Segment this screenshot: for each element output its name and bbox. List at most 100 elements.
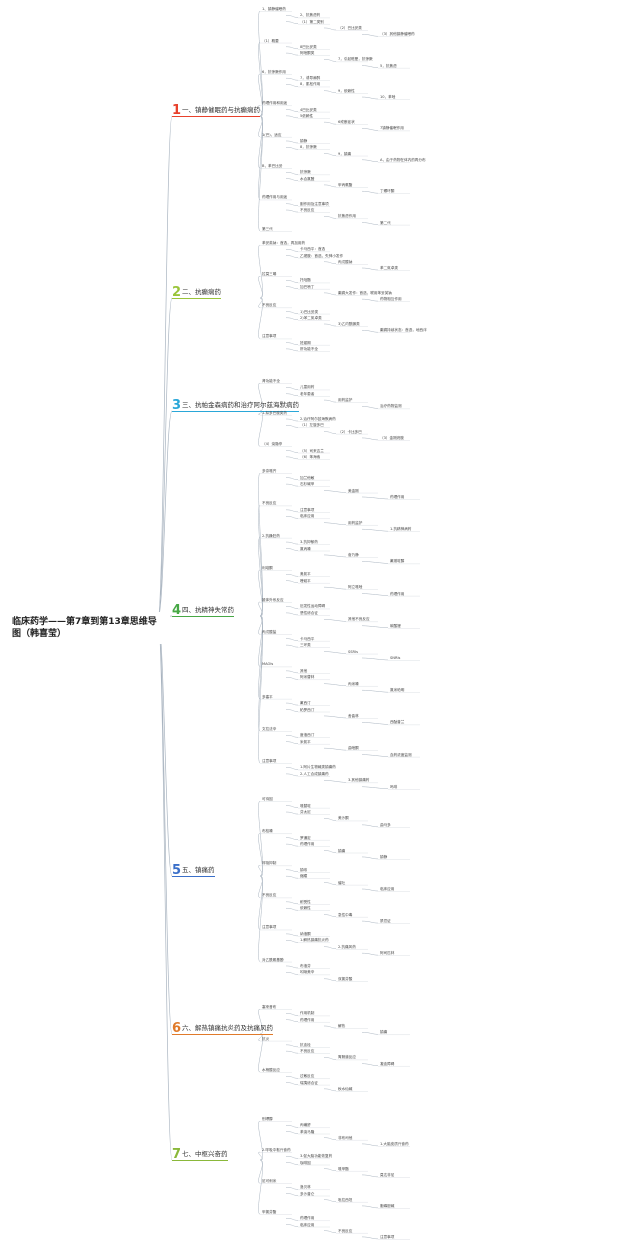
tree-node: 不良反应	[338, 1228, 353, 1233]
root-link-1	[157, 115, 173, 619]
node-link	[285, 548, 299, 551]
tree-node: 哌替啶	[300, 803, 311, 808]
tree-node: SNRIs	[390, 655, 401, 660]
node-link	[258, 800, 263, 877]
branch-underline	[172, 876, 215, 877]
tree-node: 卡马西平：首选	[300, 247, 326, 252]
branch-3: 3三、抗帕金森病药和治疗阿尔兹海默病药	[172, 399, 300, 412]
node-link	[285, 249, 299, 252]
node-link	[285, 638, 299, 641]
node-link	[285, 1187, 299, 1190]
tree-node: 水合氯醛	[300, 176, 315, 181]
tree-node: 药理作用	[390, 591, 405, 596]
node-link	[361, 190, 379, 194]
tree-node: 镇痛	[338, 848, 346, 853]
tree-node: 第二代	[380, 220, 391, 225]
tree-node: 10，苯唑	[380, 95, 396, 100]
tree-node: 副作用及注意事项	[300, 201, 329, 206]
node-link	[361, 689, 389, 693]
tree-node: 洛贝林	[300, 1185, 311, 1190]
tree-node: 5依赖性	[300, 113, 314, 118]
tree-node: 依赖性	[300, 906, 311, 911]
tree-node: 胃肠道反应	[338, 1055, 356, 1060]
branch-label: 二、抗癫痫药	[182, 288, 222, 296]
tree-node: 秋水仙碱	[338, 1086, 353, 1091]
node-link	[285, 450, 299, 453]
tree-node: 禁忌证	[380, 919, 391, 924]
node-link	[285, 172, 299, 175]
tree-node: 迟发性运动障碍	[300, 604, 326, 609]
node-link	[258, 472, 263, 617]
root-title: 临床药学——第7章到第13章思维导图（韩喜莹）	[6, 612, 170, 644]
tree-node: 吲哚美辛	[300, 970, 315, 975]
node-link	[285, 1019, 299, 1022]
node-link	[285, 1125, 299, 1128]
node-link	[361, 1032, 379, 1035]
node-link	[361, 528, 389, 532]
tree-node: 抗焦虑作用	[338, 214, 356, 219]
node-link	[285, 940, 299, 943]
tree-node: SSRIs	[348, 649, 358, 654]
branch-number: 5	[172, 863, 182, 878]
tree-node: 甲氯芬酯	[262, 1210, 277, 1215]
node-link	[285, 387, 299, 390]
tree-node: 度洛西汀	[300, 733, 315, 738]
branch-4: 4四、抗精神失常药	[172, 603, 235, 618]
node-link	[323, 490, 347, 493]
tree-node: 2)苯二氮卓类	[300, 315, 322, 320]
tree-node: 6，抗惊厥作用	[262, 69, 286, 74]
node-link	[361, 824, 379, 828]
tree-node: 美沙酮	[338, 816, 349, 821]
node-link	[323, 1025, 337, 1029]
node-link	[285, 209, 299, 213]
tree-node: 其他不良反应	[348, 617, 370, 622]
tree-node: 丙戊酸钠	[338, 259, 353, 264]
node-link	[285, 773, 299, 777]
branch-1: 1一、镇静催眠药与抗癫痫药	[172, 103, 261, 118]
tree-node: 3.其他镇痛药	[348, 778, 370, 783]
branch-number: 1	[172, 103, 182, 118]
node-link	[361, 754, 389, 757]
tree-node: 多塞平	[262, 694, 273, 699]
node-link	[361, 65, 379, 68]
tree-node: 布洛芬	[300, 963, 311, 968]
node-link	[258, 1159, 263, 1215]
node-link	[361, 496, 389, 500]
tree-node: 抗惊厥	[300, 170, 311, 175]
tree-node: 药理作用和用途	[262, 101, 288, 106]
tree-node: （3）其他镇静催眠药	[380, 32, 415, 37]
branch-7: 7七、中枢兴奋药	[172, 1148, 228, 1161]
node-link	[285, 670, 299, 674]
tree-node: 6戒断症状	[338, 120, 355, 125]
node-link	[361, 561, 389, 564]
node-link	[323, 651, 347, 654]
tree-node: 抗炎	[262, 1036, 270, 1041]
tree-node: 米氮平	[300, 739, 311, 744]
tree-node: 4巴比妥类	[300, 107, 317, 112]
tree-node: 3.抗抑郁药	[300, 540, 318, 545]
node-link	[285, 843, 299, 847]
node-link	[285, 741, 299, 744]
node-link	[285, 965, 299, 969]
node-link	[285, 805, 299, 808]
node-link	[323, 153, 337, 156]
tree-node: 丁螺环酮	[380, 189, 395, 194]
node-link	[258, 244, 263, 299]
tree-node: 胞磷胆碱	[380, 1203, 395, 1208]
branch-number: 4	[172, 603, 182, 618]
tree-node: 过敏反应	[300, 1074, 315, 1079]
node-link	[323, 715, 347, 719]
node-link	[361, 159, 379, 163]
tree-node: （1）第二类别	[300, 19, 324, 24]
tree-node: 1.解热镇痛抗炎药	[300, 938, 329, 943]
node-link	[323, 882, 337, 885]
node-link	[323, 586, 347, 590]
tree-node: 舍曲林	[348, 713, 359, 718]
branch-underline	[172, 411, 300, 412]
node-link	[285, 147, 299, 150]
tree-node: （1）概要	[262, 38, 279, 43]
tree-node: 注意事项	[300, 507, 315, 512]
root-link-7	[157, 617, 173, 1161]
node-link	[323, 261, 337, 265]
tree-node: 奥氮平	[300, 572, 311, 577]
